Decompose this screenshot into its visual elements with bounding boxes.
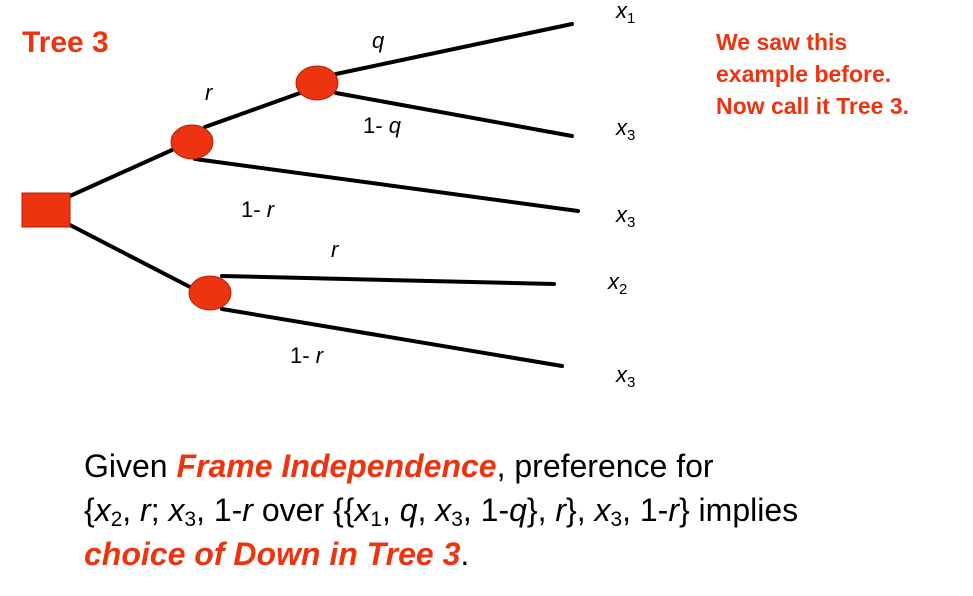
caption-text: , preference for — [496, 448, 714, 484]
outcome-subscript: 2 — [619, 281, 627, 298]
caption-var-x: x — [435, 492, 452, 528]
prob-label-q-var: q — [389, 113, 402, 138]
prob-label-r-top: r — [205, 80, 214, 105]
caption-text: over {{ — [252, 492, 355, 528]
outcome-label: x2 — [607, 269, 627, 298]
caption-var-r: r — [555, 492, 567, 528]
caption-var-x: x — [354, 492, 371, 528]
side-note: We saw this example before. Now call it … — [716, 26, 909, 122]
caption-var-q: q — [509, 492, 527, 528]
caption-var-r: r — [242, 492, 253, 528]
outcome-subscript: 3 — [627, 127, 635, 144]
caption-subscript: 3 — [184, 508, 197, 532]
outcome-letter: x — [607, 269, 620, 294]
caption-var-x: x — [168, 492, 185, 528]
outcome-label: x3 — [615, 362, 635, 391]
caption-emphasis: choice of Down in Tree 3 — [84, 536, 461, 572]
chance-node-top — [170, 124, 214, 160]
branch-r-bottom — [220, 274, 556, 286]
slide-title: Tree 3 — [22, 26, 109, 59]
outcome-subscript: 1 — [627, 10, 635, 27]
branch-q — [334, 22, 574, 76]
chance-node-inner — [295, 65, 339, 101]
outcome-letter: x — [615, 0, 628, 23]
branch-one-minus-r-bottom — [220, 307, 564, 368]
caption-line-1: Given Frame Independence, preference for — [84, 444, 798, 488]
prob-label-one-minus-prefix: 1- — [290, 343, 316, 368]
caption-text: 1- — [480, 492, 510, 528]
prob-label-one-minus-prefix: 1- — [363, 113, 389, 138]
outcome-letter: x — [615, 362, 628, 387]
caption-text: { — [84, 492, 95, 528]
caption-subscript: 2 — [110, 508, 123, 532]
caption-subscript: 3 — [451, 508, 463, 532]
caption-text: Given — [84, 448, 177, 484]
outcome-label: x1 — [615, 0, 635, 27]
caption-var-x: x — [594, 492, 611, 528]
caption: Given Frame Independence, preference for… — [84, 444, 798, 576]
prob-label-q: q — [372, 28, 385, 53]
outcome-letter: x — [615, 115, 628, 140]
caption-subscript: 3 — [610, 508, 623, 532]
decision-tree: q 1- q r 1- r r 1- r x1 x3 x3 x2 x3 — [21, 0, 635, 391]
caption-emphasis: Frame Independence — [176, 448, 497, 484]
chance-node-bottom — [188, 275, 232, 311]
outcome-label: x3 — [615, 115, 635, 144]
side-note-line: Now call it Tree 3. — [716, 93, 910, 119]
prob-label-r-bottom: r — [331, 237, 340, 262]
caption-line-2: {x2, r; x3, 1-r over {{x1, q, x3, 1-q}, … — [84, 492, 799, 532]
caption-var-q: q — [399, 492, 418, 528]
caption-text: } implies — [678, 492, 799, 528]
prob-label-one-minus-prefix: 1- — [241, 197, 267, 222]
outcome-subscript: 3 — [627, 374, 635, 391]
branch-root-to-chance-top — [68, 148, 174, 198]
prob-label-r-var: r — [267, 197, 276, 222]
outcome-label: x3 — [615, 202, 635, 231]
prob-label-one-minus-q: 1- q — [363, 113, 402, 138]
prob-label-one-minus-r-bottom: 1- r — [290, 343, 325, 368]
caption-text: 1- — [639, 492, 669, 528]
caption-text: . — [460, 536, 470, 572]
branch-one-minus-r-top — [193, 157, 580, 213]
caption-var-r: r — [668, 492, 679, 528]
caption-subscript: 1 — [370, 508, 382, 532]
side-note-line: example before. — [716, 61, 892, 87]
branch-one-minus-q — [334, 91, 574, 138]
caption-var-r: r — [140, 492, 151, 528]
outcome-letter: x — [615, 202, 628, 227]
branch-root-to-chance-bottom — [68, 223, 192, 289]
caption-line-3: choice of Down in Tree 3. — [84, 532, 798, 576]
branch-r-top — [203, 91, 302, 129]
caption-text: 1- — [213, 492, 243, 528]
decision-node — [21, 192, 71, 228]
outcome-subscript: 3 — [627, 214, 635, 231]
prob-label-r-var: r — [316, 343, 325, 368]
caption-var-x: x — [94, 492, 111, 528]
side-note-line: We saw this — [716, 29, 848, 55]
prob-label-one-minus-r-top: 1- r — [241, 197, 276, 222]
